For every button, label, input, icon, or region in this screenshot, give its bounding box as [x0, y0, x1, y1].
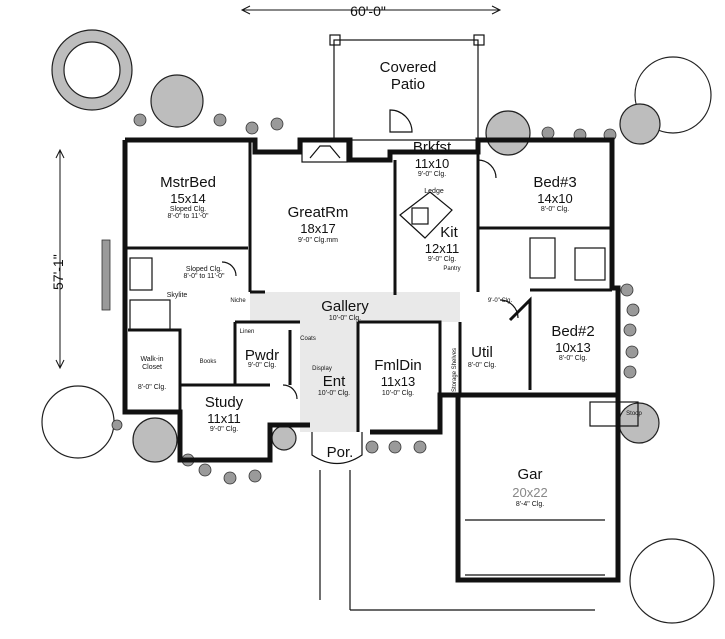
kit-clg: 9'-0" Clg. — [427, 256, 457, 263]
covered-patio-label: Covered — [379, 59, 437, 76]
bath-note2: 8'-0" to 11'-0" — [183, 273, 225, 280]
study-clg: 9'-0" Clg. — [209, 426, 239, 433]
mstr-bed-note1: Sloped Clg. — [169, 206, 207, 213]
kit-name: Kit — [440, 224, 458, 241]
great-rm-clg: 9'-0" Clg.mm — [298, 237, 338, 244]
great-rm-name: GreatRm — [287, 204, 349, 221]
bath-note1: Sloped Clg. — [185, 266, 223, 273]
ent-clg: 10'-0" Clg. — [317, 390, 351, 397]
dimension-width-label: 60'-0" — [350, 3, 386, 19]
fml-din-size: 11x13 — [380, 374, 416, 389]
pwdr-clg: 9'-0" Clg. — [247, 362, 277, 369]
skylite-label: Skylite — [166, 292, 188, 299]
bed3-size: 14x10 — [537, 191, 573, 206]
gar-name: Gar — [517, 466, 543, 483]
study-name: Study — [204, 394, 244, 411]
porch — [311, 432, 595, 611]
coats-label: Coats — [300, 336, 316, 342]
study-size: 11x11 — [207, 411, 241, 426]
walk-in-clg: 8'-0" Clg. — [137, 384, 167, 391]
gallery-name: Gallery — [321, 298, 369, 315]
dimension-width — [240, 5, 502, 15]
mstr-bed-size: 15x14 — [170, 191, 206, 206]
brkfst-size: 11x10 — [414, 156, 450, 171]
bed2-size: 10x13 — [555, 340, 591, 355]
pantry-label: Pantry — [443, 266, 461, 272]
display-label: Display — [312, 366, 332, 372]
fml-din-clg: 10'-0" Clg. — [381, 390, 415, 397]
kitchen-island — [399, 191, 453, 239]
dimension-depth-label: 57'-1" — [50, 254, 66, 290]
mstr-bed-note2: 8'-0" to 11'-0" — [167, 213, 209, 220]
dimension-depth — [55, 148, 65, 370]
fireplace — [301, 139, 348, 163]
covered-patio-outline — [329, 34, 485, 141]
brkfst-name: Brkfst — [412, 139, 452, 156]
util-clg-top: 9'-0" Clg. — [487, 298, 513, 304]
kit-size: 12x11 — [424, 241, 460, 256]
stoop-label: Stoop — [626, 411, 642, 417]
storage-shelves-label: Storage Shelves — [452, 347, 458, 392]
gar-size: 20x22 — [512, 485, 548, 500]
linen-label: Linen — [239, 329, 255, 335]
ent-name: Ent — [322, 373, 346, 390]
gallery-clg: 10'-0" Clg. — [328, 315, 362, 322]
door-swings — [221, 109, 519, 400]
por-name: Por. — [326, 444, 354, 461]
landscape-trees — [41, 29, 715, 624]
exterior-walls — [122, 137, 621, 583]
landscape-shrubs — [101, 113, 640, 485]
niche-label: Niche — [230, 298, 246, 304]
garage-doors — [465, 519, 605, 576]
books-label: Books — [199, 359, 217, 365]
gar-clg: 8'-4" Clg. — [515, 501, 545, 508]
walk-in-label: Walk-in — [140, 356, 164, 363]
bath-fixtures — [129, 237, 606, 331]
walk-in-label-2: Closet — [142, 364, 162, 371]
brkfst-clg: 9'-0" Clg. — [417, 171, 447, 178]
bed2-clg: 8'-0" Clg. — [558, 355, 588, 362]
pwdr-name: Pwdr — [244, 347, 280, 364]
util-clg: 8'-0" Clg. — [467, 362, 497, 369]
ledge-label: Ledge — [424, 188, 444, 195]
entry-floor — [300, 322, 358, 432]
util-name: Util — [471, 344, 493, 361]
bed2-name: Bed#2 — [551, 323, 595, 340]
gallery-floor — [250, 292, 460, 322]
mstr-bed-name: MstrBed — [160, 174, 216, 191]
fml-din-name: FmlDin — [374, 357, 422, 374]
stoop — [589, 401, 639, 427]
bed3-clg: 8'-0" Clg. — [540, 206, 570, 213]
covered-patio-label-2: Patio — [390, 76, 426, 93]
great-rm-size: 18x17 — [300, 221, 336, 236]
bed3-name: Bed#3 — [533, 174, 577, 191]
